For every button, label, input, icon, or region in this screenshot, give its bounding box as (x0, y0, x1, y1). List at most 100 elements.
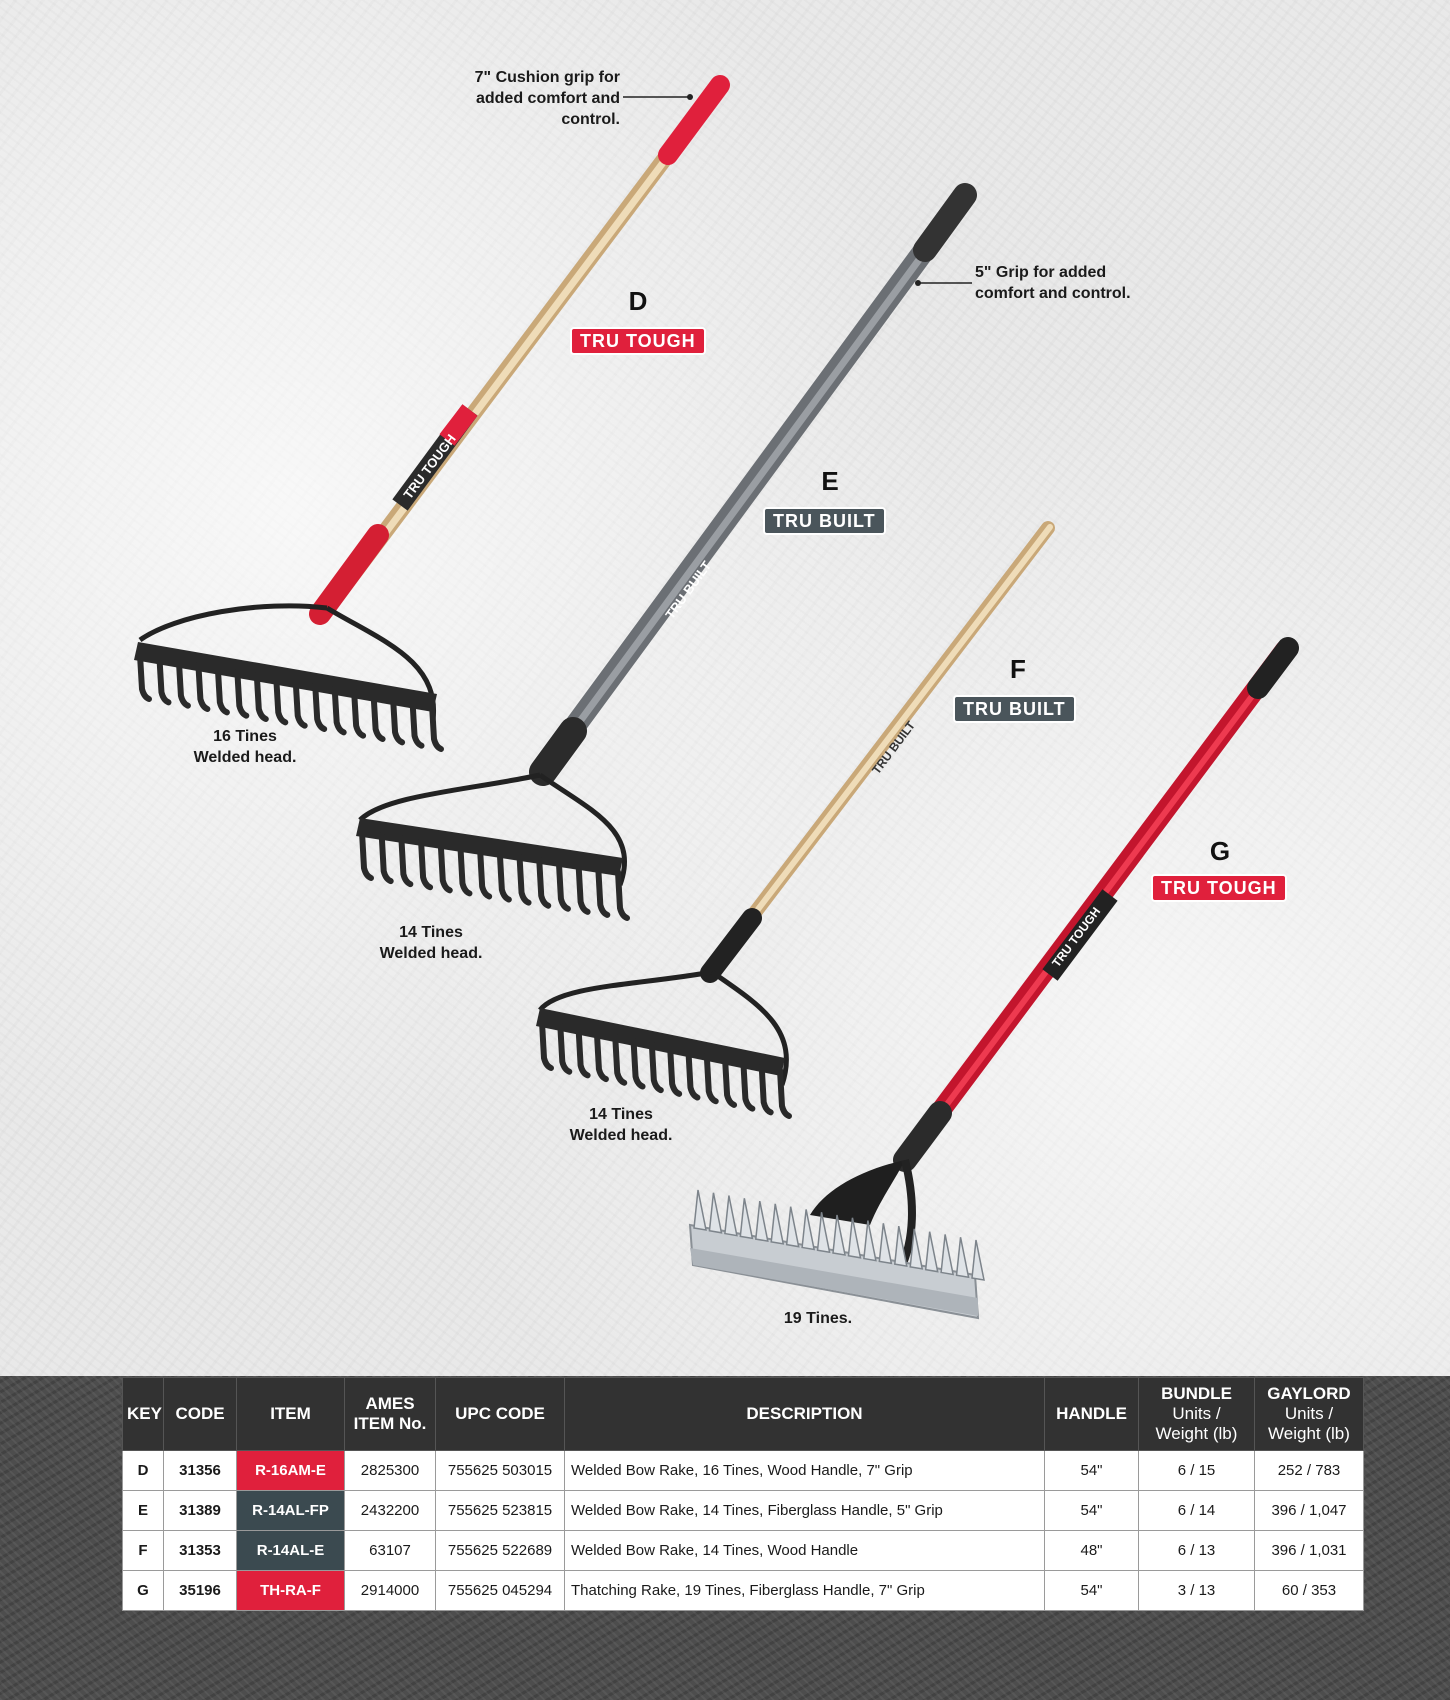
thatch-tine (863, 1220, 877, 1262)
thatch-tine (770, 1203, 785, 1245)
rake-tine (516, 853, 532, 906)
thatch-tine (816, 1212, 831, 1254)
key-letter-g: G (1209, 836, 1231, 866)
callout-e-grip: 5" Grip for added comfort and control. (975, 264, 1131, 302)
cell-upc: 755625 503015 (435, 1450, 565, 1491)
header-key: KEY (122, 1377, 164, 1451)
cell-gaylord: 252 / 783 (1254, 1450, 1364, 1491)
rake-tine (156, 655, 172, 706)
product-spec-table: KEY CODE ITEM AMES ITEM No. UPC CODE DES… (122, 1377, 1364, 1611)
cell-key: E (122, 1490, 164, 1531)
thatch-tine (940, 1234, 955, 1276)
rake-tine (351, 688, 367, 739)
cell-bundle: 6 / 13 (1138, 1530, 1255, 1571)
table-row: D 31356 R-16AM-E 2825300 755625 503015 W… (122, 1450, 1364, 1491)
rake-tine (648, 1041, 664, 1094)
table-row: G 35196 TH-RA-F 2914000 755625 045294 Th… (122, 1570, 1364, 1611)
cell-key: D (122, 1450, 164, 1491)
key-letter-f: F (1010, 654, 1026, 684)
rake-tine (612, 1033, 628, 1086)
callout-d-grip: 7" Cushion grip for added comfort and co… (474, 69, 620, 128)
thatch-tine (955, 1237, 970, 1279)
cell-upc: 755625 045294 (435, 1570, 565, 1611)
header-gaylord: GAYLORD Units / Weight (lb) (1254, 1377, 1364, 1451)
rake-tine (437, 841, 453, 894)
table-row: F 31353 R-14AL-E 63107 755625 522689 Wel… (122, 1530, 1364, 1571)
cell-code: 31356 (163, 1450, 237, 1491)
rake-tine (409, 698, 425, 749)
rake-tine (253, 672, 269, 722)
cell-handle: 54" (1044, 1450, 1139, 1491)
cell-bundle: 6 / 14 (1138, 1490, 1255, 1531)
key-letter-e: E (821, 466, 839, 496)
cell-description: Welded Bow Rake, 14 Tines, Wood Handle (564, 1530, 1045, 1571)
cell-gaylord: 60 / 353 (1254, 1570, 1364, 1611)
cell-item: R-16AM-E (236, 1450, 345, 1491)
header-ames: AMES ITEM No. (344, 1377, 436, 1451)
cell-bundle: 3 / 13 (1138, 1570, 1255, 1611)
rake-tine (703, 1052, 719, 1105)
rake-tine (175, 658, 191, 709)
rake-illustrations: TRU TOUGH TRU BUILT TRU BUILT (134, 75, 1299, 1320)
rake-e-illustration: TRU BUILT (356, 183, 977, 921)
rake-tine (758, 1063, 774, 1116)
thatch-tine (832, 1214, 846, 1256)
thatch-tine (878, 1223, 893, 1265)
rake-tine (595, 865, 611, 918)
brand-badge-e: TRU BUILT (763, 507, 886, 535)
rake-tine (575, 1026, 591, 1079)
brand-badge-f: TRU BUILT (953, 695, 1076, 723)
thatch-tine (801, 1209, 816, 1251)
cell-bundle: 6 / 15 (1138, 1450, 1255, 1491)
rake-tine (214, 665, 230, 716)
rake-tine (557, 1022, 573, 1075)
rake-tine (457, 844, 473, 897)
cell-description: Welded Bow Rake, 16 Tines, Wood Handle, … (564, 1450, 1045, 1491)
rake-tine (740, 1059, 756, 1112)
thatch-tine (693, 1189, 707, 1231)
brand-badge-d: TRU TOUGH (570, 327, 706, 355)
rake-g-illustration: TRU TOUGH (688, 637, 1299, 1320)
rake-tine (312, 682, 328, 732)
cell-ames: 2432200 (344, 1490, 436, 1531)
cell-gaylord: 396 / 1,031 (1254, 1530, 1364, 1571)
cell-code: 31389 (163, 1490, 237, 1531)
header-code: CODE (163, 1377, 237, 1451)
thatch-tine (847, 1217, 862, 1259)
rake-tine (390, 695, 406, 746)
rake-tine (593, 1030, 609, 1083)
rake-tine (536, 856, 552, 909)
cell-item: R-14AL-E (236, 1530, 345, 1571)
rake-tine (429, 702, 444, 752)
rake-d-handle-label: TRU TOUGH (400, 431, 458, 502)
rake-tine (477, 847, 493, 900)
rake-tine (398, 835, 414, 888)
rake-tine (418, 838, 434, 891)
brand-badge-g: TRU TOUGH (1151, 874, 1287, 902)
cell-description: Thatching Rake, 19 Tines, Fiberglass Han… (564, 1570, 1045, 1611)
rake-f-illustration: TRU BUILT (536, 521, 1055, 1119)
rake-tine (722, 1055, 738, 1108)
cell-handle: 48" (1044, 1530, 1139, 1571)
rake-tine (234, 668, 250, 719)
header-upc: UPC CODE (435, 1377, 565, 1451)
rake-tine (273, 675, 289, 726)
thatch-tine (971, 1239, 985, 1281)
cell-handle: 54" (1044, 1570, 1139, 1611)
rake-tine (539, 1019, 554, 1071)
callout-d-tines: 16 Tines Welded head. (193, 728, 297, 766)
cell-ames: 63107 (344, 1530, 436, 1571)
thatch-tine (909, 1228, 924, 1270)
thatch-tine (708, 1192, 723, 1234)
rake-tine (555, 859, 571, 912)
cell-key: G (122, 1570, 164, 1611)
thatch-tine (785, 1206, 800, 1248)
cell-code: 31353 (163, 1530, 237, 1571)
rake-tine (496, 850, 512, 903)
thatch-tine (739, 1198, 754, 1240)
header-handle: HANDLE (1044, 1377, 1139, 1451)
header-item: ITEM (236, 1377, 345, 1451)
table-row: E 31389 R-14AL-FP 2432200 755625 523815 … (122, 1490, 1364, 1531)
cell-ames: 2825300 (344, 1450, 436, 1491)
